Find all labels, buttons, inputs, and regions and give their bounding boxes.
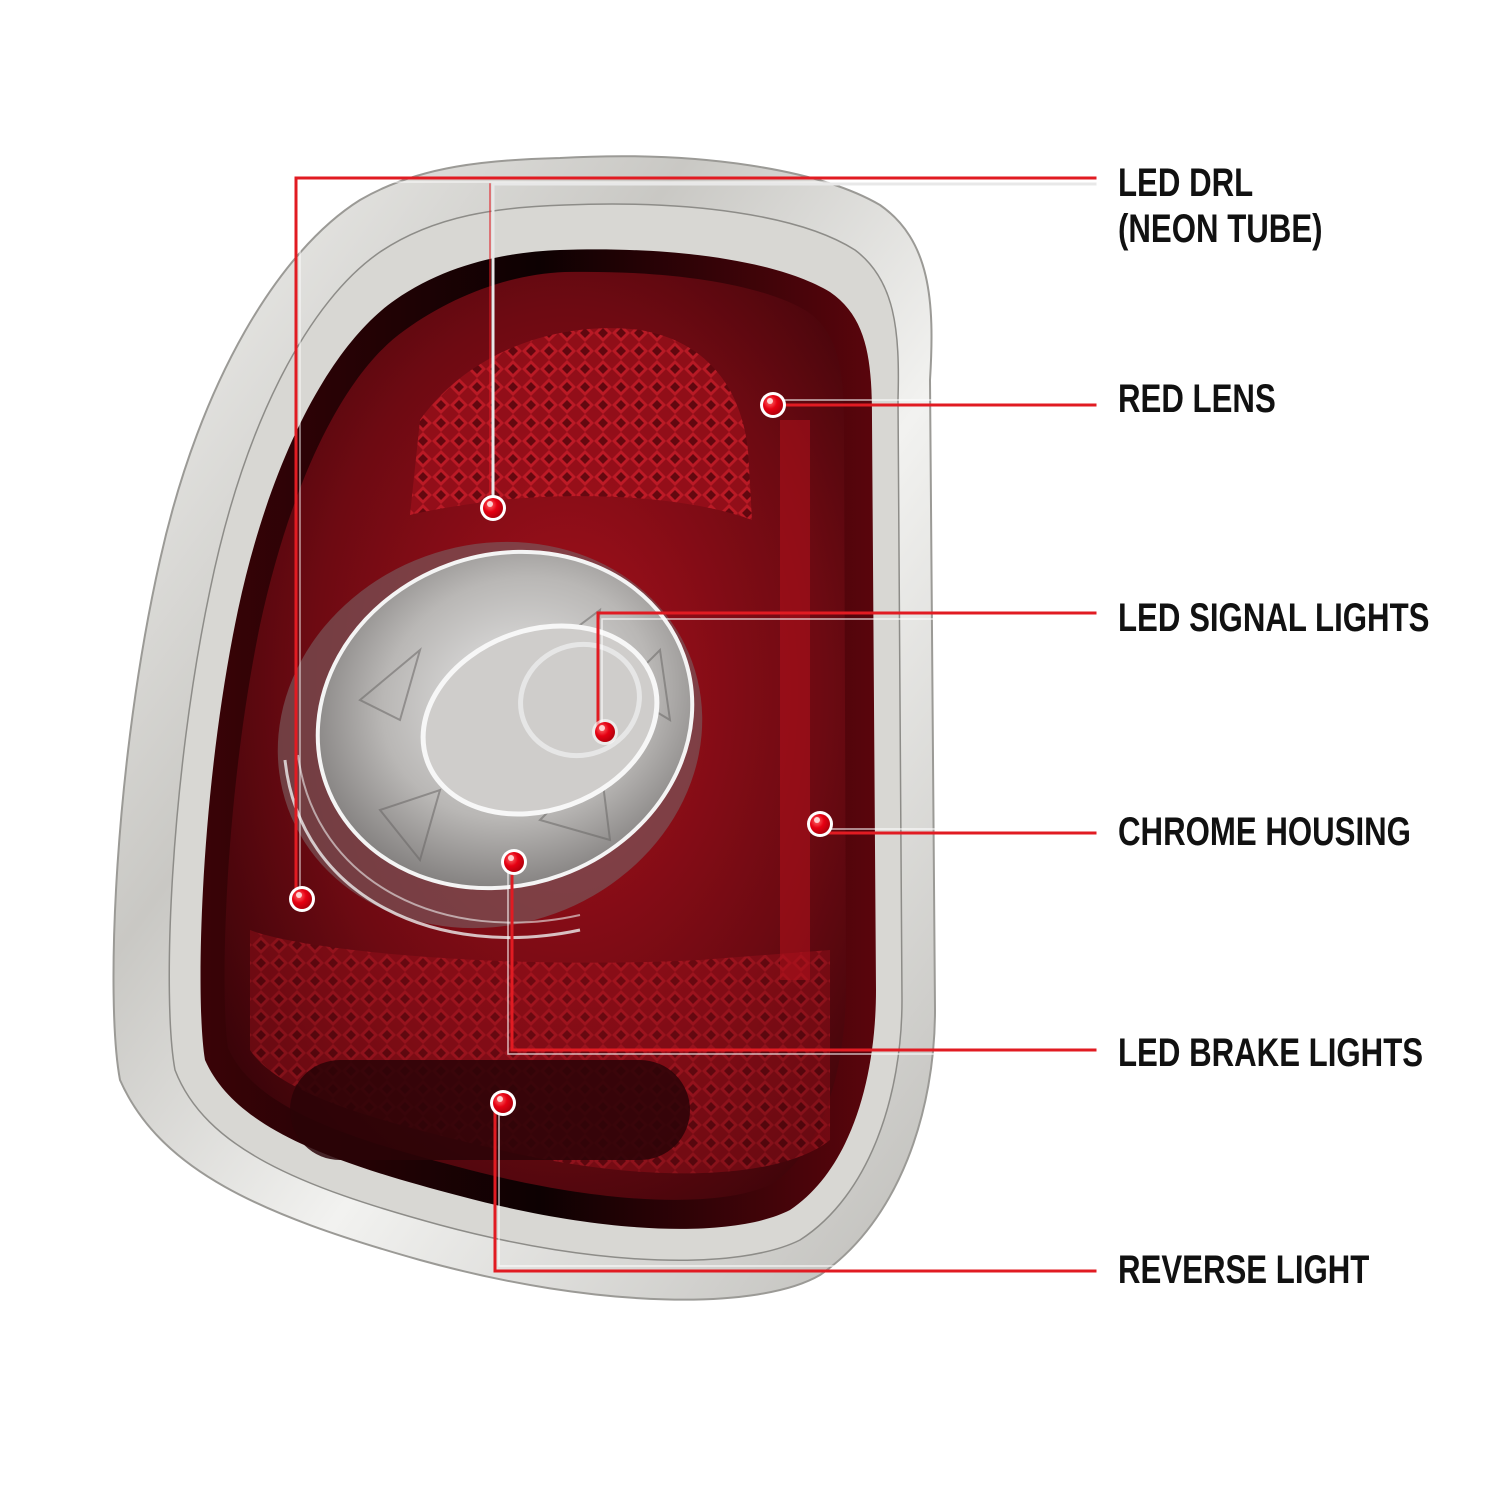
callout-line-brake bbox=[510, 860, 1097, 1052]
callout-label-drl: LED DRL (NEON TUBE) bbox=[1118, 160, 1323, 252]
callout-dot-red-lens bbox=[760, 392, 786, 418]
callout-line-signal bbox=[596, 611, 1097, 734]
callout-label-reverse: REVERSE LIGHT bbox=[1118, 1248, 1370, 1292]
callout-dot-chrome bbox=[807, 811, 833, 837]
callout-label-drl-line2: (NEON TUBE) bbox=[1118, 207, 1323, 251]
callout-label-red-lens: RED LENS bbox=[1118, 377, 1276, 421]
callout-line-drl-2 bbox=[491, 182, 1097, 510]
callout-line-drl bbox=[294, 176, 1097, 902]
callout-label-brake: LED BRAKE LIGHTS bbox=[1118, 1031, 1424, 1075]
callout-dot-brake bbox=[501, 849, 527, 875]
callout-label-signal: LED SIGNAL LIGHTS bbox=[1118, 596, 1430, 640]
callout-dot-signal bbox=[592, 719, 618, 745]
callout-line-reverse bbox=[493, 1101, 1097, 1273]
callout-dot-reverse bbox=[490, 1090, 516, 1116]
callout-dot-drl-upper bbox=[480, 495, 506, 521]
callout-label-drl-line1: LED DRL bbox=[1118, 161, 1254, 205]
callout-dot-drl-lower bbox=[289, 886, 315, 912]
callout-label-chrome: CHROME HOUSING bbox=[1118, 810, 1411, 854]
